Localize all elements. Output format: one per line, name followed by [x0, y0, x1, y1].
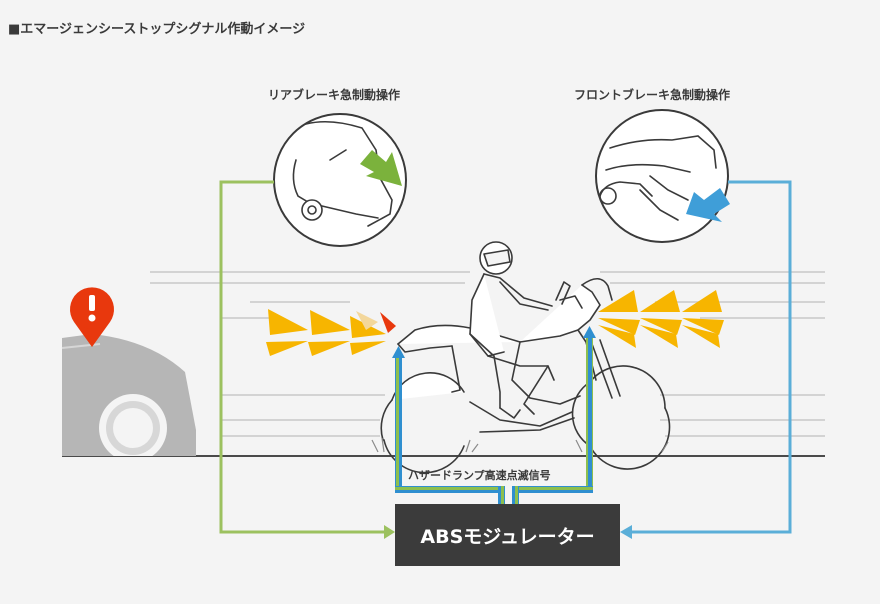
- rear-connector-arrowhead: [384, 525, 395, 539]
- front-brake-connector: [630, 180, 792, 534]
- motorcycle-rider: [380, 241, 671, 474]
- warning-pin-icon: [70, 287, 114, 347]
- rear-brake-magnifier: [273, 113, 407, 247]
- front-brake-label: フロントブレーキ急制動操作: [574, 88, 731, 102]
- speed-lines: [150, 271, 825, 437]
- front-hazard-flashes: [598, 290, 724, 348]
- hazard-signal-label: ハザードランプ高速点滅信号: [408, 469, 551, 482]
- blue-arrow-icon: [686, 188, 730, 222]
- rear-brake-label: リアブレーキ急制動操作: [268, 88, 401, 102]
- rear-brake-connector: [219, 180, 386, 534]
- tire-dust: [371, 437, 669, 453]
- hazard-signal-paths: [392, 326, 596, 504]
- front-brake-magnifier: [595, 109, 730, 243]
- rear-hazard-flashes: [266, 309, 396, 356]
- abs-modulator-box: ABSモジュレーター: [395, 504, 620, 566]
- diagram-title: ■エマージェンシーストップシグナル作動イメージ: [8, 22, 306, 37]
- green-arrow-icon: [360, 150, 402, 186]
- car: [61, 334, 196, 456]
- front-connector-arrowhead: [620, 525, 632, 539]
- abs-modulator-label: ABSモジュレーター: [420, 525, 595, 548]
